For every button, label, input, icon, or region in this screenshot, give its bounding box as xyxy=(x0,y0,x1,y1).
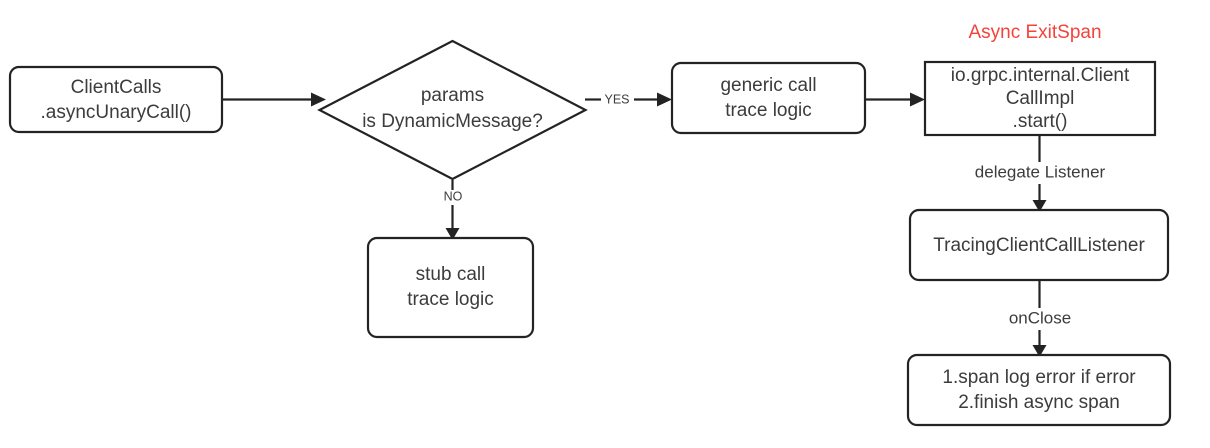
arrow-head xyxy=(1032,345,1047,357)
arrow-head xyxy=(1032,200,1047,212)
node-client-calls[interactable]: ClientCalls .asyncUnaryCall() xyxy=(8,65,224,134)
node-generic-call-line-2: trace logic xyxy=(725,100,812,121)
edge-decision-to-generic-call xyxy=(585,92,672,107)
node-stub-call-line-2: trace logic xyxy=(407,289,494,310)
arrow-head xyxy=(910,92,925,107)
node-span-finish-line-1: 1.span log error if error xyxy=(942,367,1136,388)
arrow-head xyxy=(657,92,672,107)
node-client-calls-line-2: .asyncUnaryCall() xyxy=(41,102,192,123)
arrow-head xyxy=(311,92,326,107)
node-tracing-listener-line-1: TracingClientCallListener xyxy=(933,235,1145,256)
node-span-finish[interactable]: 1.span log error if error 2.finish async… xyxy=(906,353,1172,427)
node-tracing-client-call-listener[interactable]: TracingClientCallListener xyxy=(908,208,1170,282)
node-stub-call-shape[interactable] xyxy=(366,236,535,339)
edge-generic-call-to-grpc xyxy=(865,92,925,107)
edge-decision-to-stub-call xyxy=(445,180,460,240)
node-decision-params-shape[interactable] xyxy=(317,39,588,181)
annotation-async-exit-span: Async ExitSpan xyxy=(968,22,1101,43)
node-span-finish-shape[interactable] xyxy=(906,353,1172,427)
node-generic-call[interactable]: generic call trace logic xyxy=(670,61,867,135)
edge-grpc-to-tracing-listener xyxy=(1032,135,1047,212)
edge-client-calls-to-decision xyxy=(222,92,326,107)
node-grpc-client-call-impl[interactable]: io.grpc.internal.Client CallImpl .start(… xyxy=(923,60,1157,137)
node-grpc-line-2: CallImpl xyxy=(1006,88,1075,109)
node-grpc-line-3: .start() xyxy=(1013,111,1068,132)
node-client-calls-shape[interactable] xyxy=(8,65,224,134)
node-span-finish-line-2: 2.finish async span xyxy=(958,392,1120,413)
edge-label-yes: YES xyxy=(604,92,629,106)
node-decision-params-line-2: is DynamicMessage? xyxy=(362,111,543,132)
node-stub-call-line-1: stub call xyxy=(416,264,486,285)
edge-tracing-listener-to-span-finish xyxy=(1032,280,1047,357)
node-grpc-line-1: io.grpc.internal.Client xyxy=(951,65,1130,86)
node-grpc-client-call-impl-shape[interactable] xyxy=(923,60,1157,137)
arrow-head xyxy=(445,228,460,240)
node-decision-params-line-1: params xyxy=(421,85,484,106)
edge-label-delegate-listener: delegate Listener xyxy=(975,162,1106,181)
edge-label-on-close: onClose xyxy=(1009,308,1071,327)
node-tracing-listener-shape[interactable] xyxy=(908,208,1170,282)
node-generic-call-line-1: generic call xyxy=(720,75,816,96)
node-decision-params[interactable]: params is DynamicMessage? xyxy=(317,39,588,181)
node-stub-call[interactable]: stub call trace logic xyxy=(366,236,535,339)
node-client-calls-line-1: ClientCalls xyxy=(71,77,162,98)
edge-label-no: NO xyxy=(444,189,463,203)
node-generic-call-shape[interactable] xyxy=(670,61,867,135)
